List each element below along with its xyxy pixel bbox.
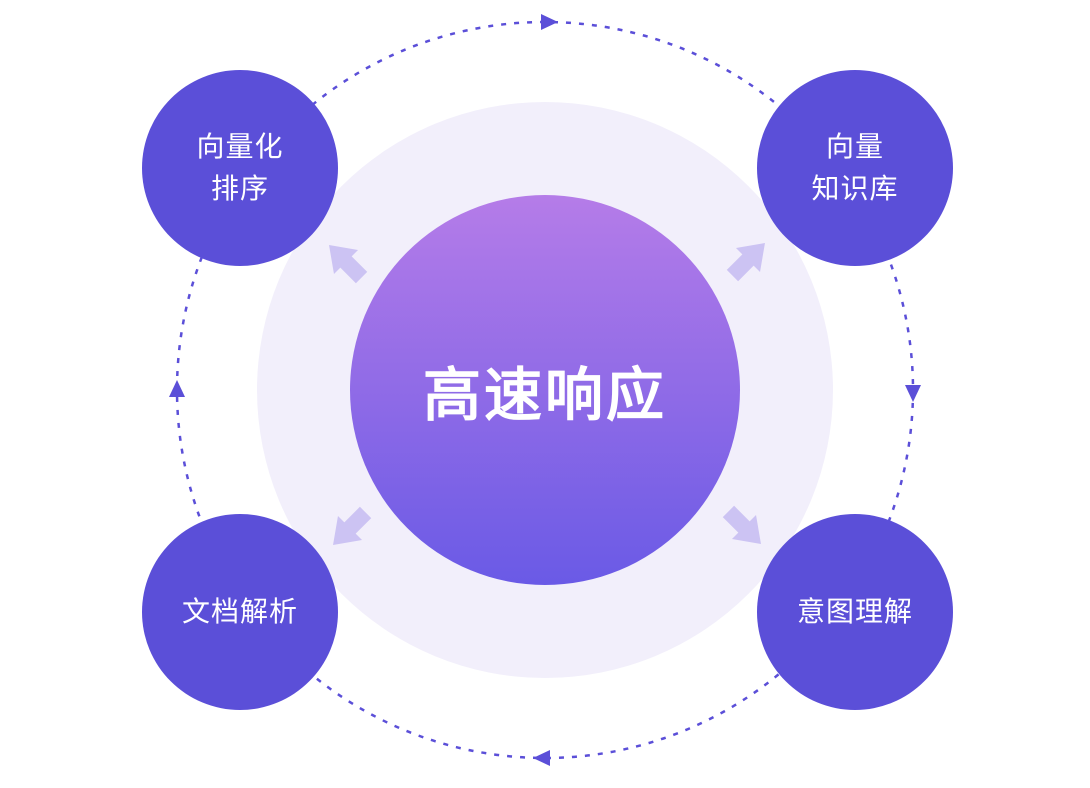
satellite-label-line: 向量 — [825, 130, 884, 163]
satellite-vectorize-rank: 向量化 排序 — [142, 70, 338, 266]
satellite-label-line: 文档解析 — [181, 595, 298, 628]
center-node: 高速响应 — [350, 195, 740, 585]
satellite-vector-knowledge-base: 向量 知识库 — [757, 70, 953, 266]
orbit-arrow-top-icon — [541, 14, 558, 30]
satellite-label-line: 向量化 — [196, 130, 284, 163]
satellite-intent-understanding: 意图理解 — [757, 514, 953, 710]
satellite-label-line: 排序 — [210, 172, 269, 205]
center-node-label: 高速响应 — [422, 361, 667, 429]
orbit-arrow-left-icon — [169, 380, 185, 397]
orbit-arrow-bottom-icon — [533, 750, 550, 766]
satellite-label-line: 知识库 — [811, 172, 899, 205]
orbit-arrow-right-icon — [905, 385, 921, 402]
satellite-label-line: 意图理解 — [796, 595, 913, 628]
satellite-document-parsing: 文档解析 — [142, 514, 338, 710]
